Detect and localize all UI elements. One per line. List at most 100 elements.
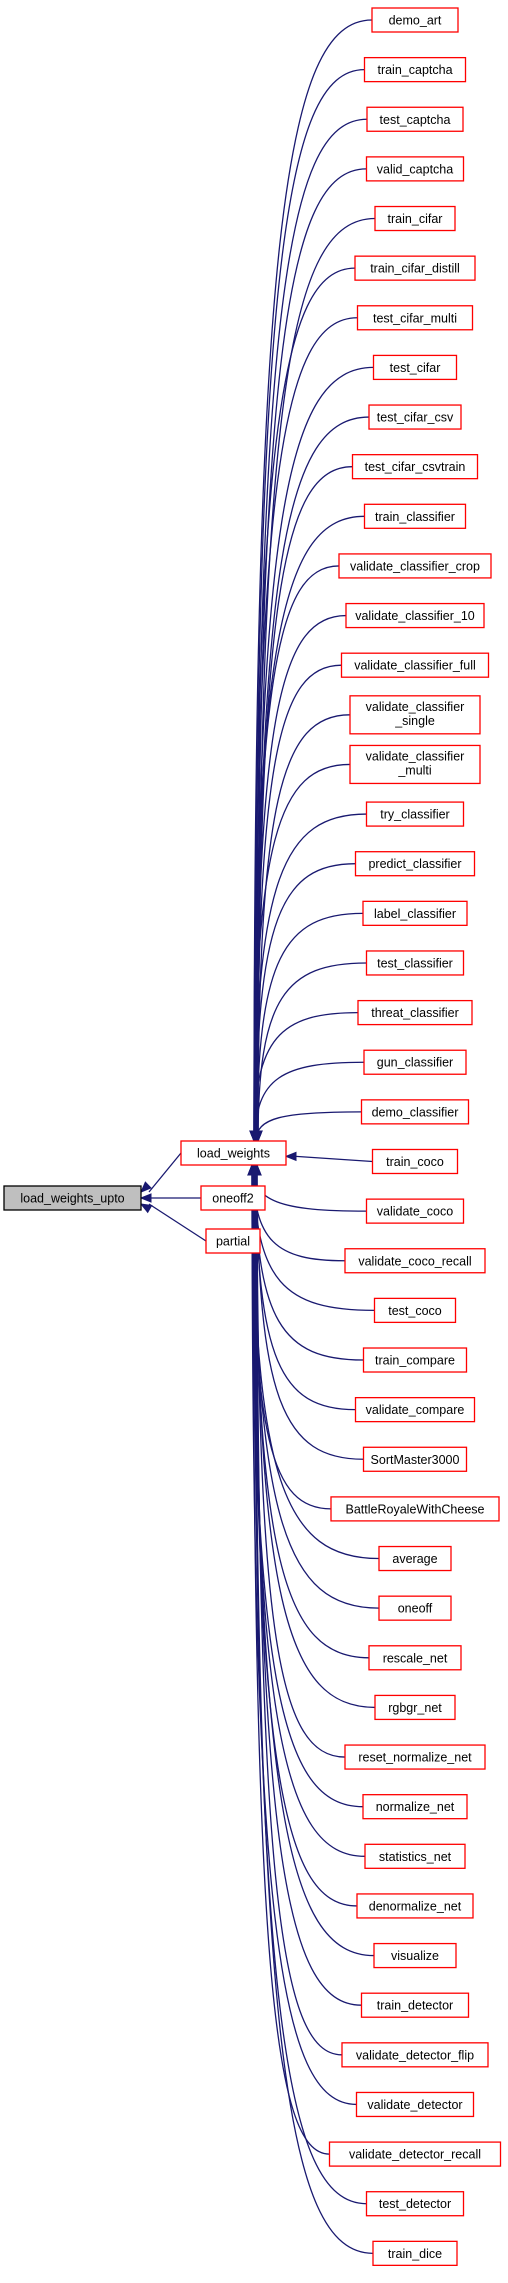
caller-node-oneoff[interactable]: oneoff bbox=[378, 1595, 452, 1621]
caller-node-train-coco[interactable]: train_coco bbox=[371, 1148, 459, 1175]
caller-node-predict-classifier-label: predict_classifier bbox=[368, 857, 461, 871]
caller-node-train-cifar[interactable]: train_cifar bbox=[374, 205, 456, 232]
edges-layer bbox=[139, 19, 380, 2254]
caller-node-validate-classifier-single-box bbox=[349, 695, 481, 735]
caller-node-gun-classifier[interactable]: gun_classifier bbox=[363, 1049, 467, 1075]
caller-node-validate-classifier-full-box bbox=[340, 652, 490, 678]
caller-node-test-coco-box bbox=[373, 1297, 457, 1324]
caller-node-validate-detector-recall[interactable]: validate_detector_recall bbox=[328, 2141, 502, 2167]
caller-node-sortmaster3000[interactable]: SortMaster3000 bbox=[362, 1446, 468, 1472]
caller-node-train-compare-box bbox=[362, 1347, 468, 1373]
caller-node-validate-coco-recall[interactable]: validate_coco_recall bbox=[344, 1248, 486, 1274]
edge-caller-node-validate-classifier-multi bbox=[253, 763, 351, 1142]
caller-node-denormalize-net-label: denormalize_net bbox=[369, 1899, 462, 1913]
caller-node-validate-coco[interactable]: validate_coco bbox=[365, 1198, 465, 1224]
caller-node-validate-classifier-10-box bbox=[345, 602, 485, 629]
edge-caller-node-gun-classifier bbox=[254, 1061, 365, 1142]
root-node-load-weights-upto[interactable]: load_weights_upto bbox=[3, 1185, 142, 1211]
caller-node-label-classifier[interactable]: label_classifier bbox=[362, 900, 468, 926]
caller-node-demo-classifier[interactable]: demo_classifier bbox=[360, 1099, 470, 1125]
caller-node-train-dice[interactable]: train_dice bbox=[372, 2240, 458, 2267]
caller-node-validate-detector[interactable]: validate_detector bbox=[355, 2091, 475, 2118]
edge-partial-to-root bbox=[148, 1203, 207, 1242]
caller-node-validate-detector-flip[interactable]: validate_detector_flip bbox=[341, 2042, 489, 2068]
caller-node-statistics-net-label: statistics_net bbox=[379, 1850, 452, 1864]
caller-node-oneoff2-box bbox=[200, 1185, 266, 1211]
caller-node-validate-classifier-crop[interactable]: validate_classifier_crop bbox=[338, 553, 492, 579]
edge-caller-node-train-classifier bbox=[253, 515, 365, 1142]
caller-node-test-classifier-box bbox=[365, 950, 465, 976]
caller-node-try-classifier-label: try_classifier bbox=[380, 808, 449, 822]
caller-node-reset-normalize-net[interactable]: reset_normalize_net bbox=[344, 1744, 486, 1770]
caller-node-oneoff-box bbox=[378, 1595, 452, 1621]
caller-node-label-classifier-box bbox=[362, 900, 468, 926]
caller-node-partial[interactable]: partial bbox=[205, 1228, 261, 1254]
caller-node-partial-label: partial bbox=[216, 1235, 250, 1249]
caller-node-validate-detector-box bbox=[355, 2091, 475, 2118]
caller-node-normalize-net-box bbox=[362, 1794, 468, 1820]
caller-node-predict-classifier[interactable]: predict_classifier bbox=[354, 851, 476, 877]
caller-node-validate-detector-flip-box bbox=[341, 2042, 489, 2068]
caller-node-average[interactable]: average bbox=[378, 1545, 452, 1572]
arrowhead-load_weights-to-root bbox=[140, 1181, 152, 1193]
caller-node-train-classifier[interactable]: train_classifier bbox=[363, 503, 467, 529]
caller-node-train-compare[interactable]: train_compare bbox=[362, 1347, 468, 1373]
edge-caller-node-predict-classifier bbox=[255, 863, 356, 1142]
root-node-load-weights-upto-label: load_weights_upto bbox=[20, 1192, 124, 1206]
caller-node-denormalize-net-box bbox=[356, 1893, 474, 1919]
edge-caller-node-train-coco bbox=[295, 1155, 373, 1163]
caller-node-demo-art[interactable]: demo_art bbox=[371, 7, 459, 33]
caller-node-oneoff2[interactable]: oneoff2 bbox=[200, 1185, 266, 1211]
caller-node-load-weights[interactable]: load_weights bbox=[180, 1140, 287, 1166]
caller-node-test-detector[interactable]: test_detector bbox=[365, 2191, 465, 2217]
nodes-layer: demo_art train_captcha test_captcha valid_c… bbox=[3, 7, 502, 2267]
caller-node-threat-classifier-label: threat_classifier bbox=[371, 1006, 459, 1020]
caller-node-train-detector-label: train_detector bbox=[377, 1999, 453, 2013]
edge-caller-node-demo-art bbox=[253, 19, 373, 1142]
caller-node-visualize-label: visualize bbox=[391, 1949, 439, 1963]
caller-node-battleroyalewithcheese[interactable]: BattleRoyaleWithCheese bbox=[330, 1496, 500, 1522]
caller-node-denormalize-net[interactable]: denormalize_net bbox=[356, 1893, 474, 1919]
caller-node-threat-classifier[interactable]: threat_classifier bbox=[357, 999, 473, 1026]
edge-load_weights-to-root bbox=[148, 1152, 182, 1193]
caller-node-test-captcha[interactable]: test_captcha bbox=[366, 106, 464, 132]
caller-node-train-detector[interactable]: train_detector bbox=[360, 1992, 470, 2018]
caller-node-normalize-net[interactable]: normalize_net bbox=[362, 1794, 468, 1820]
caller-node-train-captcha[interactable]: train_captcha bbox=[363, 56, 467, 83]
caller-node-sortmaster3000-label: SortMaster3000 bbox=[371, 1453, 460, 1467]
caller-node-test-cifar-csvtrain[interactable]: test_cifar_csvtrain bbox=[351, 454, 479, 480]
caller-node-train-cifar-distill-box bbox=[354, 255, 476, 281]
caller-node-test-classifier[interactable]: test_classifier bbox=[365, 950, 465, 976]
caller-node-test-cifar-csvtrain-box bbox=[351, 454, 479, 480]
caller-node-test-cifar-multi-label: test_cifar_multi bbox=[373, 311, 457, 325]
caller-node-test-cifar-csv-box bbox=[368, 404, 462, 430]
edge-caller-node-label-classifier bbox=[256, 912, 364, 1142]
caller-node-test-classifier-label: test_classifier bbox=[377, 956, 453, 970]
caller-node-test-cifar-csv[interactable]: test_cifar_csv bbox=[368, 404, 462, 430]
caller-node-test-cifar-multi[interactable]: test_cifar_multi bbox=[356, 305, 474, 331]
caller-node-train-cifar-label: train_cifar bbox=[388, 212, 443, 226]
caller-node-train-coco-box bbox=[371, 1148, 459, 1175]
caller-node-statistics-net-box bbox=[364, 1843, 466, 1869]
caller-node-try-classifier[interactable]: try_classifier bbox=[365, 801, 465, 827]
caller-node-predict-classifier-box bbox=[354, 851, 476, 877]
caller-node-validate-classifier-single[interactable]: validate_classifier_single bbox=[349, 695, 481, 735]
caller-node-statistics-net[interactable]: statistics_net bbox=[364, 1843, 466, 1869]
caller-node-train-cifar-distill[interactable]: train_cifar_distill bbox=[354, 255, 476, 281]
caller-node-rgbgr-net[interactable]: rgbgr_net bbox=[374, 1694, 456, 1721]
caller-node-validate-compare[interactable]: validate_compare bbox=[354, 1396, 476, 1423]
edge-caller-node-validate-compare bbox=[255, 1164, 356, 1411]
edge-caller-node-test-cifar-csvtrain bbox=[257, 466, 353, 1142]
caller-node-test-cifar[interactable]: test_cifar bbox=[372, 354, 458, 381]
caller-node-label-classifier-label: label_classifier bbox=[374, 907, 456, 921]
caller-node-validate-classifier-multi[interactable]: validate_classifier_multi bbox=[349, 744, 481, 785]
caller-node-battleroyalewithcheese-box bbox=[330, 1496, 500, 1522]
caller-node-rescale-net[interactable]: rescale_net bbox=[368, 1645, 462, 1671]
caller-node-validate-classifier-10[interactable]: validate_classifier_10 bbox=[345, 602, 485, 629]
caller-node-test-coco[interactable]: test_coco bbox=[373, 1297, 457, 1324]
caller-node-sortmaster3000-box bbox=[362, 1446, 468, 1472]
caller-node-visualize[interactable]: visualize bbox=[373, 1942, 457, 1969]
arrowhead-caller-node-train-dice bbox=[250, 1163, 260, 1176]
caller-node-valid-captcha[interactable]: valid_captcha bbox=[365, 156, 465, 182]
caller-node-validate-classifier-full[interactable]: validate_classifier_full bbox=[340, 652, 490, 678]
